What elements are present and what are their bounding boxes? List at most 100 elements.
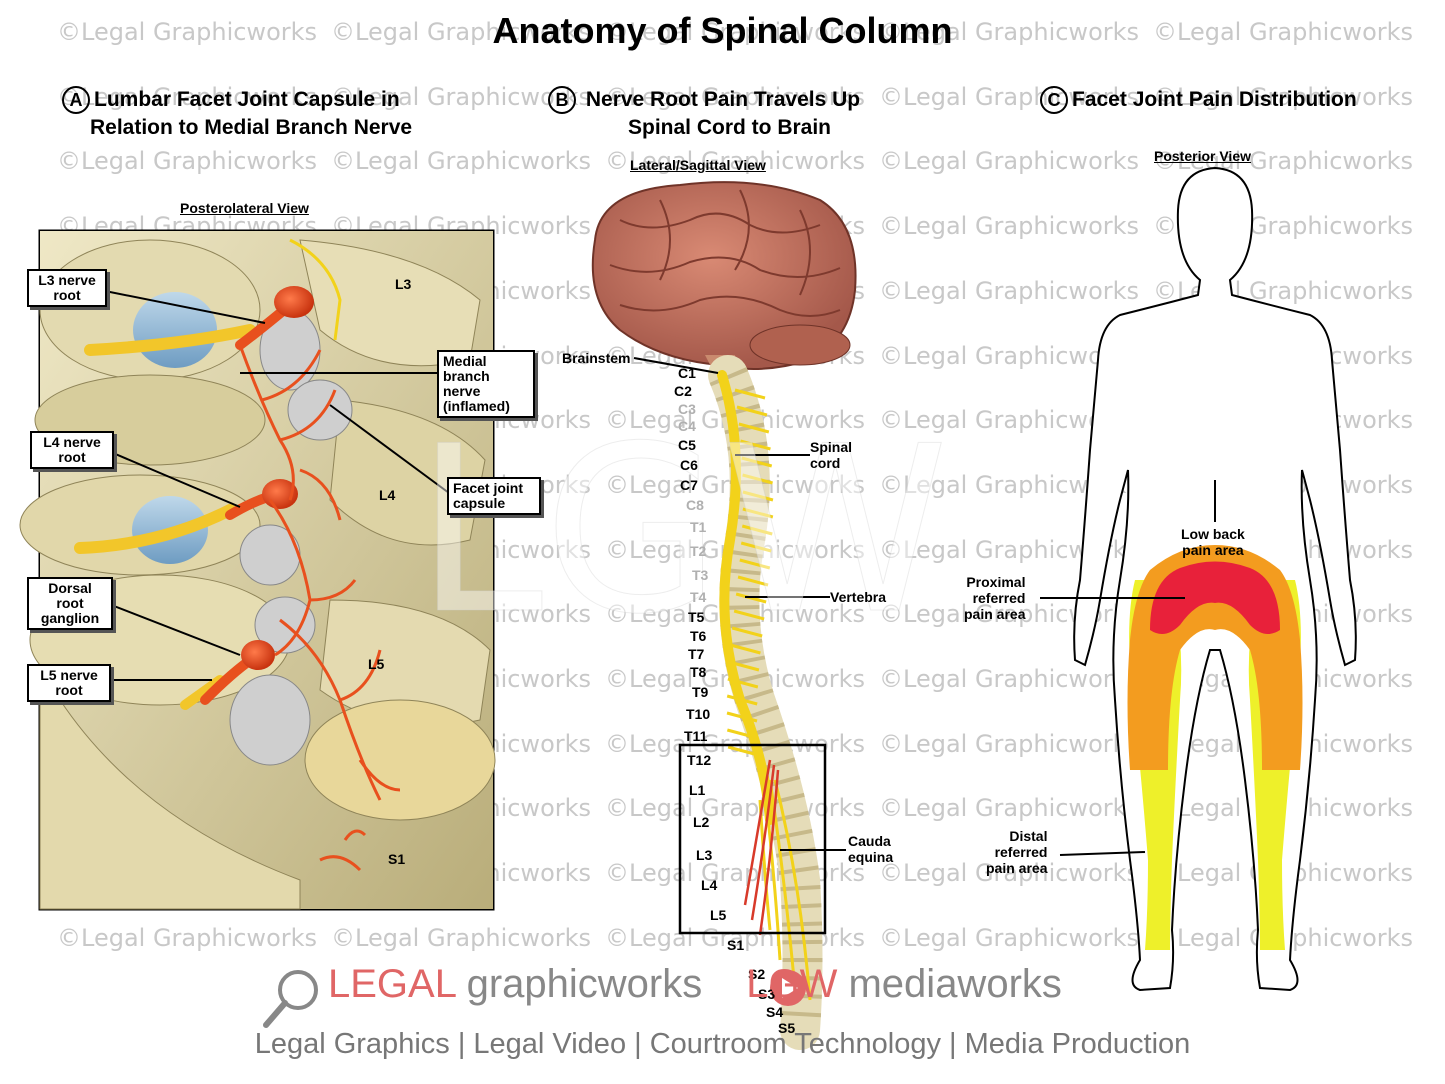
vertebra-level-l5: L5 [710, 907, 727, 923]
nerve-root-branch [731, 626, 763, 638]
section-a-line1: Lumbar Facet Joint Capsule in [94, 88, 400, 111]
nerve-root-branch [739, 558, 771, 570]
brain [591, 181, 857, 370]
panel-b-spinal-illustration [591, 181, 857, 1050]
proximal-pain-core [1150, 561, 1280, 634]
section-b-line1: Nerve Root Pain Travels Up [585, 88, 861, 111]
nerve-root-branch [736, 405, 768, 417]
nerve-root-branch [728, 660, 760, 672]
vertebra-level-s1: S1 [727, 937, 745, 953]
level-label-l4: L4 [379, 487, 396, 503]
vertebra-level-s4: S4 [766, 1004, 784, 1020]
vertebra-level-c6: C6 [680, 457, 698, 473]
nerve-root-branch [727, 745, 759, 757]
nerve-root-branch [740, 439, 771, 451]
section-b-letter: B [548, 86, 576, 114]
vertebra-level-c8: C8 [686, 497, 704, 513]
logo-lgw: LGW [746, 962, 838, 1006]
spinal-cord [717, 370, 775, 825]
section-b-view-label: Lateral/Sagittal View [630, 157, 766, 173]
vertebra-level-l4: L4 [701, 877, 718, 893]
vertebra-level-t1: T1 [690, 519, 707, 535]
play-icon [770, 970, 806, 1006]
nerve-root-branch [738, 422, 770, 434]
logo-legal: LEGAL [328, 962, 456, 1006]
vertebra-level-l3: L3 [696, 847, 713, 863]
vertebra-level-c1: C1 [678, 365, 696, 381]
logo-mediaworks: mediaworks [837, 962, 1062, 1006]
vertebra-level-t2: T2 [690, 543, 707, 559]
nerve-root-branch [727, 677, 759, 689]
panel-c-body-illustration [1040, 166, 1357, 992]
nerve-root-branch [737, 575, 769, 587]
nerve-root-branch [726, 728, 758, 740]
nerve-root-branch [741, 524, 773, 536]
panel-a-lumbar-illustration [19, 229, 496, 911]
nerve-root-branch [726, 711, 758, 723]
nerve-root-branch [726, 694, 758, 706]
vertebra-level-t7: T7 [688, 646, 705, 662]
logo-graphicworks: graphicworks [455, 962, 703, 1006]
vertebra-level-t10: T10 [686, 706, 711, 722]
section-c-view-label: Posterior View [1154, 148, 1252, 164]
vertebra-level-t9: T9 [692, 684, 709, 700]
nerve-root-branch [741, 456, 773, 468]
vertebra-label: Vertebra [830, 589, 887, 605]
vertebra-level-l1: L1 [689, 782, 706, 798]
nerve-root-branch [742, 490, 774, 502]
vertebra-level-c3: C3 [678, 401, 696, 417]
vertebra-level-l2: L2 [693, 814, 710, 830]
nerve-root-branch [740, 541, 772, 553]
brainstem-label: Brainstem [562, 350, 631, 366]
vertebra-level-t8: T8 [690, 664, 707, 680]
section-a-view-label: Posterolateral View [180, 200, 309, 216]
lgw-watermark: LGW [415, 398, 949, 665]
section-a-letter: A [62, 86, 90, 114]
page-title: Anatomy of Spinal Column [492, 10, 953, 51]
lumbar-inset-box [678, 743, 827, 935]
section-a-line2: Relation to Medial Branch Nerve [90, 116, 413, 139]
vertebra-level-s5: S5 [778, 1020, 796, 1036]
vertebra-level-t11: T11 [684, 728, 708, 744]
nerve-root-branch [734, 388, 766, 400]
section-b-heading: B Nerve Root Pain Travels Up Spinal Cord… [548, 86, 860, 142]
section-c-line1: Facet Joint Pain Distribution [1072, 88, 1357, 111]
footer-logo: LEGAL graphicworks LGW mediaworks [260, 962, 1062, 1007]
level-label-s1: S1 [388, 851, 406, 867]
level-label-l3: L3 [395, 276, 412, 292]
vertebra-level-t3: T3 [692, 567, 709, 583]
nerve-root-branch [730, 643, 761, 655]
vertebra-level-t6: T6 [690, 628, 707, 644]
section-c-letter: C [1040, 86, 1068, 114]
section-b-line2: Spinal Cord to Brain [628, 116, 832, 139]
nerve-root-branch [742, 507, 774, 519]
vertebra-level-t5: T5 [688, 609, 705, 625]
vertebra-level-c7: C7 [680, 477, 698, 493]
footer-tagline: Legal Graphics | Legal Video | Courtroom… [254, 1028, 1191, 1060]
nerve-root-branch [733, 609, 765, 621]
level-label-l5: L5 [368, 656, 385, 672]
magnifier-icon [263, 970, 318, 1028]
vertebra-level-c5: C5 [678, 437, 696, 453]
vertebra-level-c4: C4 [678, 418, 696, 434]
nerve-root-branch [742, 473, 773, 485]
vertebra-level-t4: T4 [690, 589, 707, 605]
vertebra-level-s2: S2 [748, 966, 766, 982]
vertebra-level-s3: S3 [758, 986, 776, 1002]
vertebra-level-t12: T12 [687, 752, 712, 768]
vertebra-level-c2: C2 [674, 383, 692, 399]
